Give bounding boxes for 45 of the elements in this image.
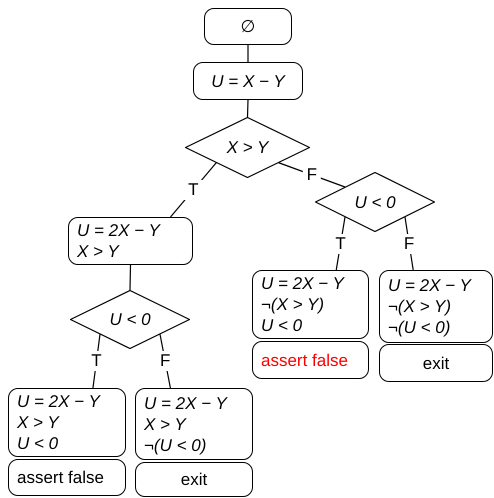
formula-text: U = 2X − Y — [17, 391, 100, 412]
decision-diamond — [185, 117, 310, 178]
formula-text: ¬(U < 0) — [388, 317, 450, 338]
state-box — [68, 217, 193, 265]
formula-text: exit — [422, 352, 450, 374]
formula-text: U = 2X − Y — [261, 273, 344, 294]
formula-text: U < 0 — [109, 309, 151, 330]
formula-text: U = 2X − Y — [388, 275, 471, 296]
state-box — [379, 270, 493, 343]
state-box — [252, 270, 369, 339]
formula-text: ¬(X > Y) — [261, 294, 324, 315]
formula-text: U < 0 — [261, 315, 302, 336]
state-box — [8, 388, 126, 457]
state-box — [204, 8, 292, 45]
formula-text: X > Y — [226, 137, 268, 158]
formula-text: assert false — [17, 467, 104, 488]
state-box — [193, 62, 303, 100]
connector-line — [129, 264, 132, 290]
formula-text: ¬(U < 0) — [144, 434, 206, 456]
connector-line — [159, 334, 171, 388]
formula-text: U = X − Y — [211, 70, 285, 92]
formula-text: X > Y — [77, 241, 119, 262]
connector-line — [247, 45, 249, 62]
connector-line — [278, 162, 346, 188]
decision-diamond — [70, 290, 190, 349]
formula-text: X > Y — [17, 412, 59, 433]
assert-text: assert false — [261, 350, 348, 370]
formula-text: U < 0 — [354, 192, 396, 212]
formula-text: X > Y — [144, 414, 186, 434]
formula-text: U < 0 — [17, 433, 58, 454]
edge-label: T — [184, 180, 203, 200]
state-box — [135, 388, 253, 460]
connector-line — [404, 216, 414, 270]
formula-text: ∅ — [240, 16, 256, 37]
state-box — [135, 462, 253, 497]
formula-text: ¬(X > Y) — [388, 296, 451, 317]
state-box — [252, 341, 369, 379]
formula-text: exit — [180, 469, 208, 490]
connector-line — [170, 162, 217, 218]
formula-text: U = 2X − Y — [77, 220, 160, 241]
connector-line — [246, 100, 249, 118]
formula-text: U = 2X − Y — [144, 392, 227, 414]
state-box — [379, 344, 493, 382]
decision-diamond — [315, 172, 435, 232]
state-box — [8, 459, 126, 496]
